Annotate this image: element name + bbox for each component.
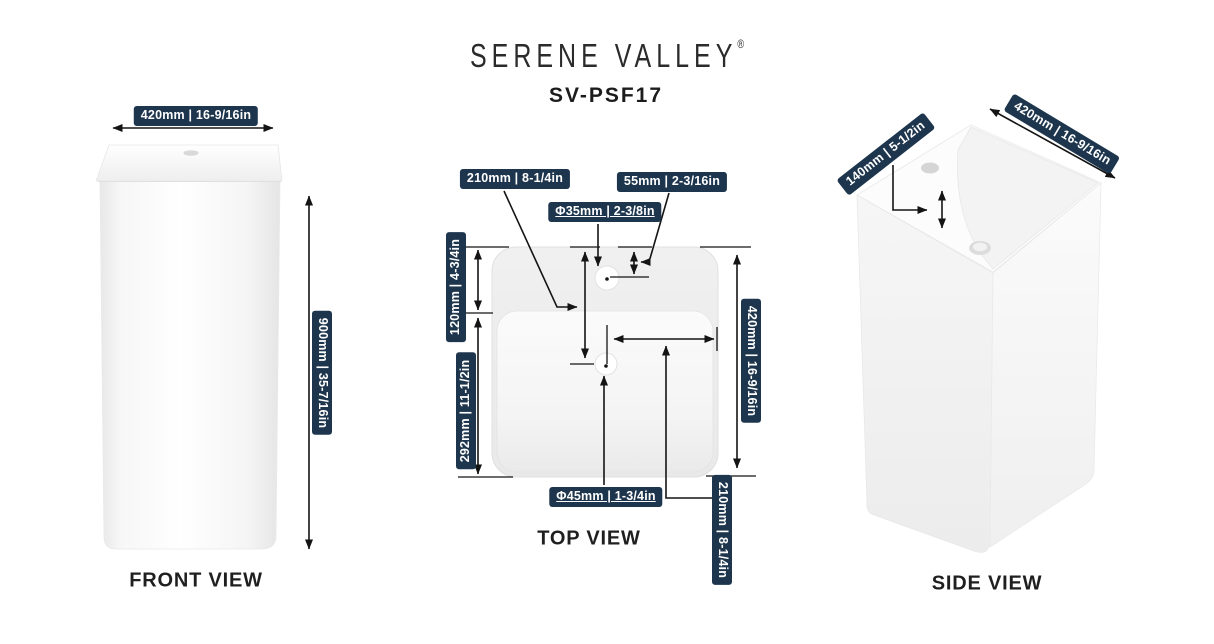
- front-view-title: FRONT VIEW: [129, 569, 263, 592]
- top-view-sink: [491, 246, 719, 478]
- brand-logo: SERENE VALLEY®: [470, 37, 744, 75]
- dim-label-top-deck-depth: 120mm | 4-3/4in: [446, 231, 466, 343]
- top-view-title: TOP VIEW: [537, 527, 641, 550]
- dim-label-top-side-length: 420mm | 16-9/16in: [741, 298, 761, 424]
- model-number: SV-PSF17: [548, 84, 664, 107]
- dimension-lines: [112, 108, 1116, 550]
- brand-logo-text: SERENE VALLEY: [469, 37, 738, 76]
- dim-label-front-width: 420mm | 16-9/16in: [133, 106, 259, 126]
- side-faucet-hole: [921, 162, 939, 174]
- top-drain-hole: [594, 352, 618, 376]
- front-faucet-hole: [183, 150, 199, 156]
- dim-label-top-deck-to-drain: 210mm | 8-1/4in: [459, 169, 571, 189]
- dim-label-top-drain-diameter: Φ45mm | 1-3/4in: [549, 487, 663, 507]
- registered-mark: ®: [737, 37, 745, 51]
- dim-label-top-drain-offset: 210mm | 8-1/4in: [712, 474, 732, 586]
- dim-label-top-faucet-diameter: Φ35mm | 2-3/8in: [548, 202, 662, 222]
- dim-label-top-faucet-offset: 55mm | 2-3/16in: [616, 172, 728, 192]
- front-view-sink: [95, 144, 283, 550]
- side-view-title: SIDE VIEW: [931, 572, 1043, 595]
- dim-label-front-height: 900mm | 35-7/16in: [312, 310, 332, 436]
- dim-label-top-basin-depth: 292mm | 11-1/2in: [456, 352, 476, 470]
